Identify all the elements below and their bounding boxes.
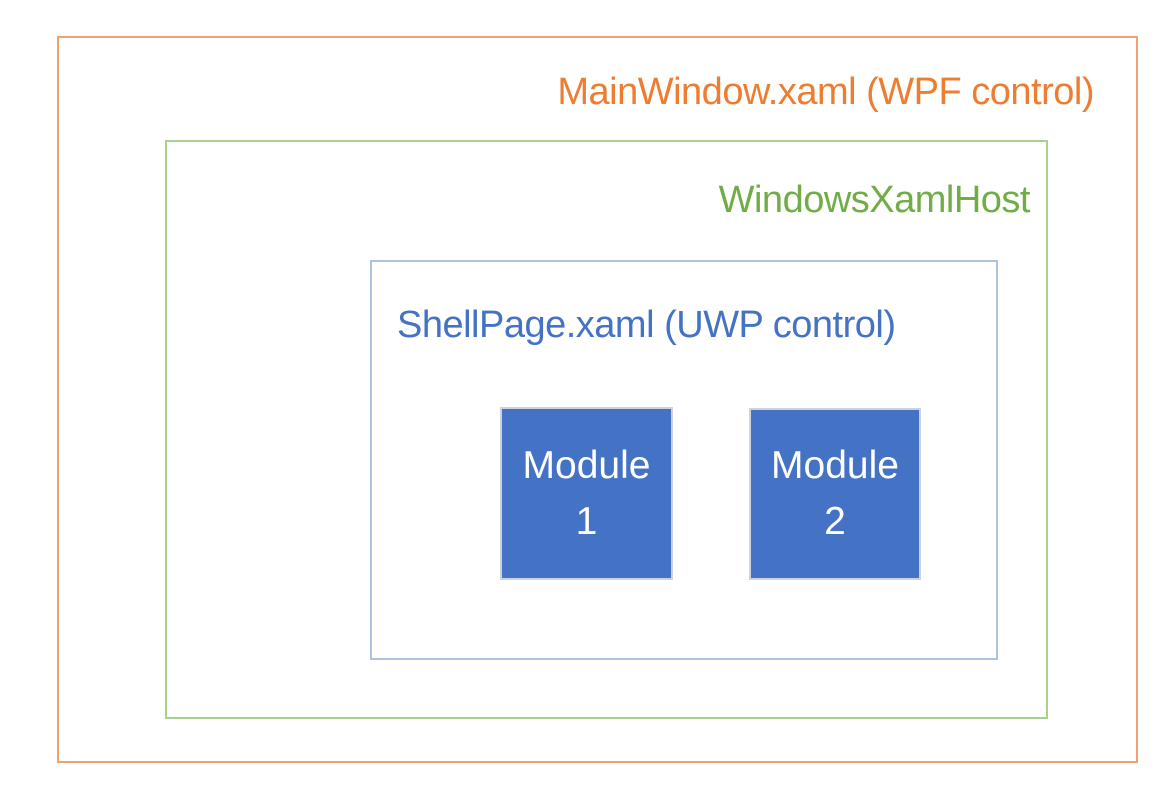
module-2-name: Module <box>771 444 899 487</box>
module-1-name: Module <box>522 443 651 487</box>
module-2-box: Module 2 <box>749 408 921 580</box>
module-2-number: 2 <box>824 500 846 543</box>
module-1-number: 1 <box>575 499 598 543</box>
windows-xaml-host-box <box>165 140 1048 719</box>
shell-page-label: ShellPage.xaml (UWP control) <box>397 304 896 346</box>
shell-page-box <box>370 260 998 660</box>
windows-xaml-host-label: WindowsXamlHost <box>718 179 1031 221</box>
main-window-box <box>57 36 1138 763</box>
main-window-label: MainWindow.xaml (WPF control) <box>557 71 1094 113</box>
module-1-box: Module 1 <box>500 407 673 580</box>
